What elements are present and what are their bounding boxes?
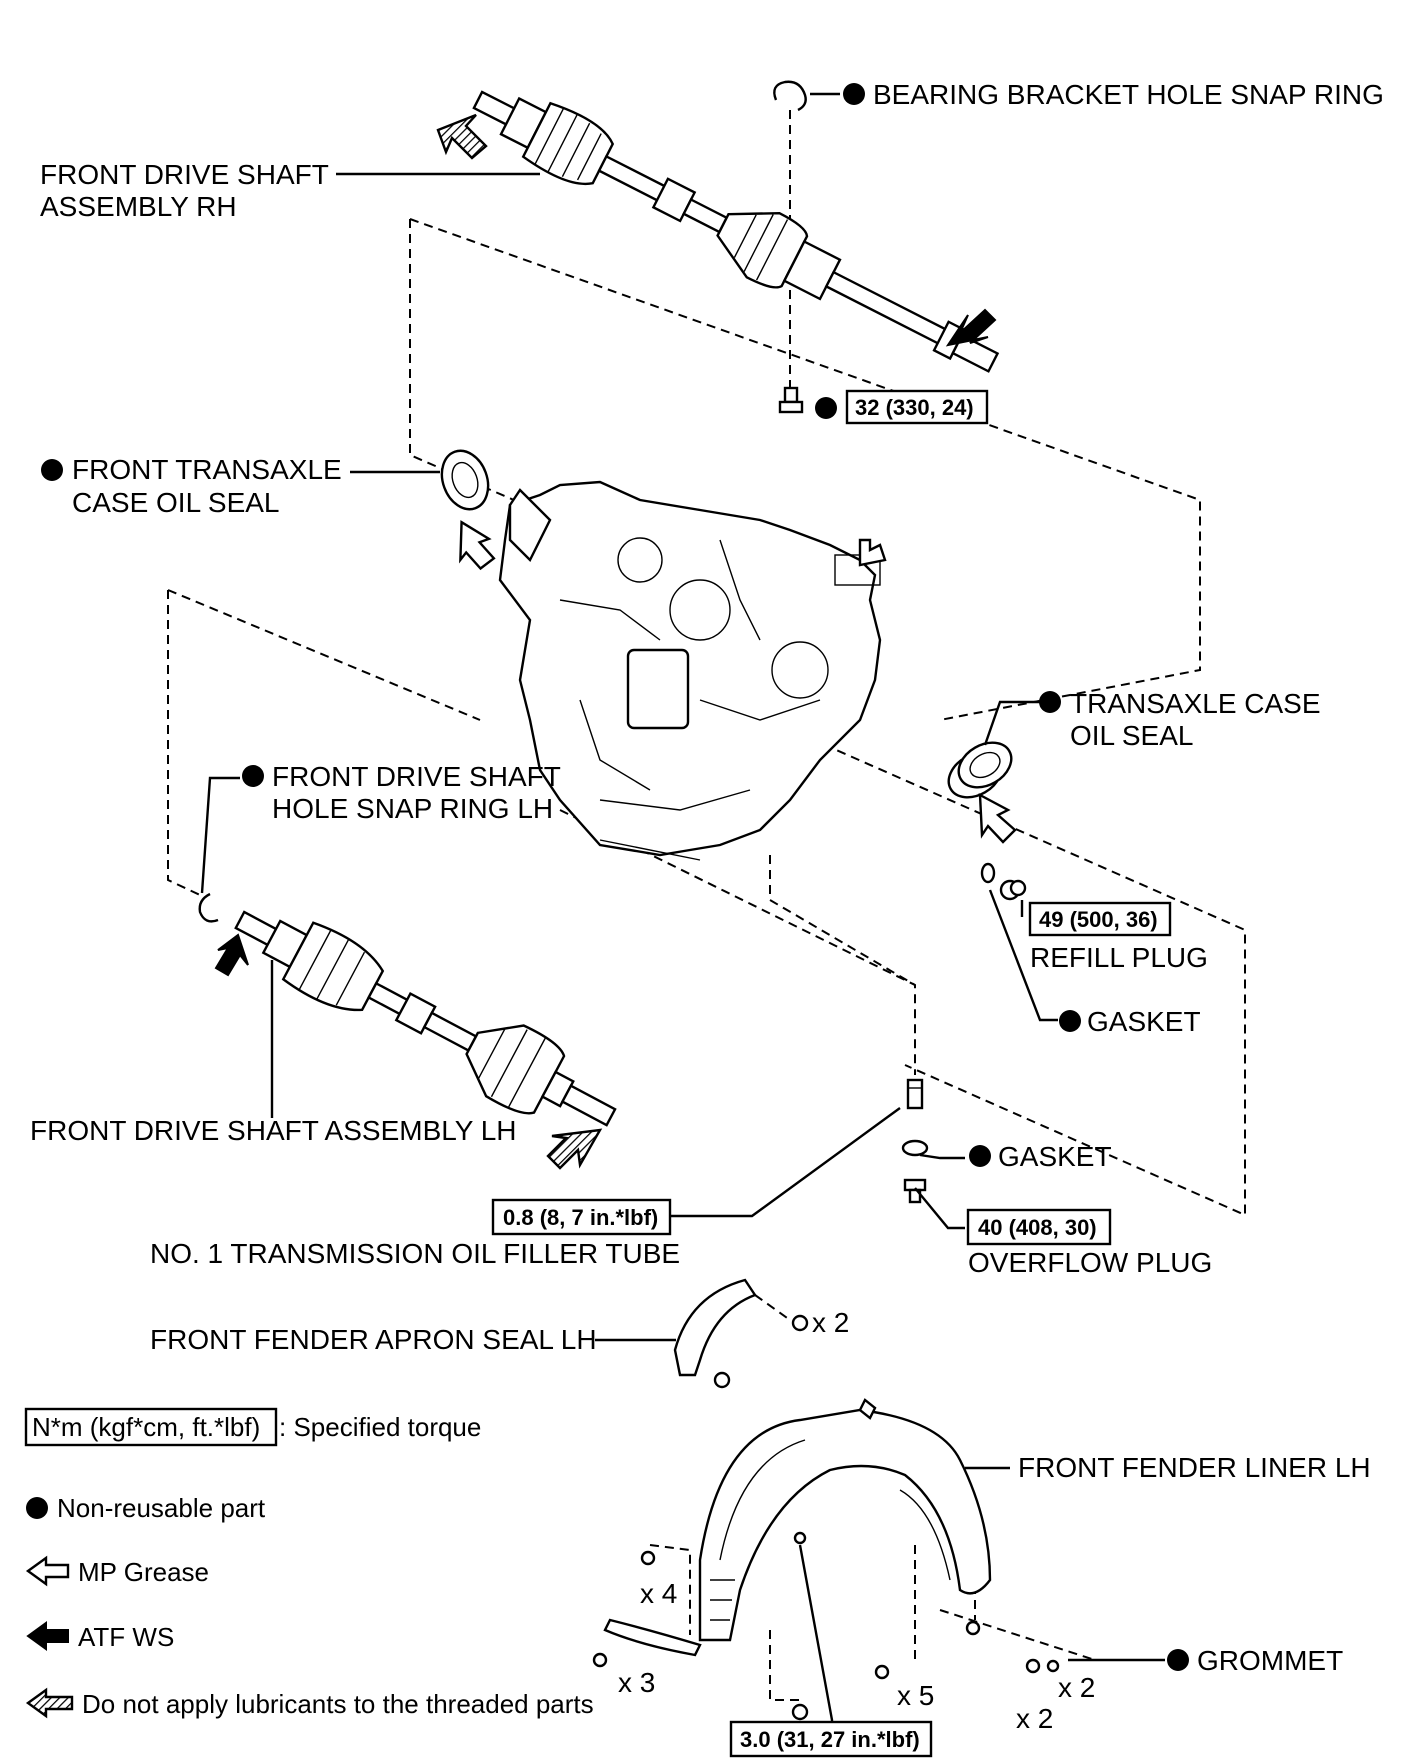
legend-atf-ws-icon [26, 1621, 69, 1651]
label-apron-seal: FRONT FENDER APRON SEAL LH [150, 1324, 597, 1355]
overflow-plug-part [903, 1178, 927, 1204]
non-reusable-dot-icon [843, 83, 865, 105]
label-front-oil-seal-line1: FRONT TRANSAXLE [72, 454, 342, 485]
front-transaxle-oil-seal [440, 449, 490, 511]
legend-non-reusable: Non-reusable part [57, 1493, 266, 1523]
mp-grease-arrow-icon [459, 520, 496, 571]
bearing-snap-ring-part [773, 80, 807, 112]
non-reusable-dot-icon [815, 397, 837, 419]
non-reusable-dot-icon [1059, 1010, 1081, 1032]
label-gasket-upper: GASKET [1087, 1006, 1201, 1037]
transaxle-assembly [498, 480, 887, 861]
assembly-guide-lines [167, 110, 1246, 1701]
torque-box-overflow [966, 1208, 1112, 1246]
legend-atf-ws: ATF WS [78, 1622, 174, 1652]
legend-mp-grease-icon [25, 1555, 70, 1587]
qty-liner-x3: x 3 [618, 1667, 655, 1698]
legend-torque-box [24, 1407, 278, 1447]
leader-lines [200, 92, 1165, 1722]
torque-box-filler [491, 1198, 672, 1236]
label-case-oil-seal-line2: OIL SEAL [1070, 720, 1193, 751]
non-reusable-dot-icon [1167, 1649, 1189, 1671]
front-fender-liner [603, 1398, 992, 1657]
legend: N*m (kgf*cm, ft.*lbf) : Specified torque… [25, 1412, 594, 1719]
atf-ws-arrow-icon [945, 308, 997, 347]
no-lube-arrow-icon [546, 1128, 603, 1170]
bearing-bracket-bolt [778, 386, 804, 414]
legend-mp-grease: MP Grease [78, 1557, 209, 1587]
label-overflow-plug: OVERFLOW PLUG [968, 1247, 1212, 1278]
label-shaft-lh: FRONT DRIVE SHAFT ASSEMBLY LH [30, 1115, 517, 1146]
gasket-upper-part [980, 862, 996, 884]
torque-liner-bolt: 3.0 (31, 27 in.*lbf) [740, 1727, 920, 1752]
non-reusable-dot-icon [1039, 691, 1061, 713]
legend-no-lube: Do not apply lubricants to the threaded … [82, 1689, 594, 1719]
front-fender-apron-seal [673, 1278, 809, 1389]
non-reusable-markers [26, 83, 1189, 1671]
no-lube-arrow-icon [436, 113, 488, 160]
torque-box-liner [729, 1720, 933, 1758]
torque-box-refill [1028, 901, 1172, 937]
label-fender-liner: FRONT FENDER LINER LH [1018, 1452, 1371, 1483]
hole-snap-ring-part [198, 892, 219, 923]
torque-bearing-bolt: 32 (330, 24) [855, 395, 974, 420]
label-front-oil-seal-line2: CASE OIL SEAL [72, 487, 280, 518]
liner-bolts [592, 1531, 1060, 1721]
qty-liner-x5: x 5 [897, 1680, 934, 1711]
label-refill-plug: REFILL PLUG [1030, 942, 1208, 973]
legend-non-reusable-icon [26, 1497, 48, 1519]
refill-plug-part [999, 879, 1027, 901]
label-gasket-lower: GASKET [998, 1141, 1112, 1172]
atf-ws-arrow-icon [214, 933, 249, 977]
label-filler-tube: NO. 1 TRANSMISSION OIL FILLER TUBE [150, 1238, 680, 1269]
label-bearing-snap-ring: BEARING BRACKET HOLE SNAP RING [873, 79, 1384, 110]
qty-grommet-x2b: x 2 [1016, 1703, 1053, 1734]
label-hole-snap-ring-line2: HOLE SNAP RING LH [272, 793, 553, 824]
torque-filler-tube: 0.8 (8, 7 in.*lbf) [503, 1205, 658, 1230]
mp-grease-arrow-icon [978, 792, 1017, 844]
qty-grommet-x2a: x 2 [1058, 1672, 1095, 1703]
non-reusable-dot-icon [969, 1145, 991, 1167]
torque-refill-plug: 49 (500, 36) [1039, 907, 1158, 932]
legend-no-lube-icon [25, 1687, 74, 1719]
front-drive-shaft-rh [472, 90, 1000, 373]
label-grommet: GROMMET [1197, 1645, 1343, 1676]
label-hole-snap-ring-line1: FRONT DRIVE SHAFT [272, 761, 561, 792]
torque-overflow-plug: 40 (408, 30) [978, 1215, 1097, 1240]
qty-liner-x4: x 4 [640, 1578, 677, 1609]
front-drive-shaft-lh [234, 910, 617, 1127]
gasket-lower-part [901, 1139, 929, 1157]
non-reusable-dot-icon [242, 765, 264, 787]
transaxle-case-oil-seal [947, 741, 1013, 799]
label-case-oil-seal-line1: TRANSAXLE CASE [1070, 688, 1321, 719]
legend-torque-unit: N*m (kgf*cm, ft.*lbf) [32, 1412, 260, 1442]
legend-torque-desc: : Specified torque [279, 1412, 481, 1442]
non-reusable-dot-icon [41, 459, 63, 481]
filler-tube-part [906, 1078, 924, 1110]
qty-apron-bolts: x 2 [812, 1307, 849, 1338]
label-shaft-rh-line2: ASSEMBLY RH [40, 191, 237, 222]
torque-box-bearing [845, 389, 989, 425]
label-shaft-rh-line1: FRONT DRIVE SHAFT [40, 159, 329, 190]
